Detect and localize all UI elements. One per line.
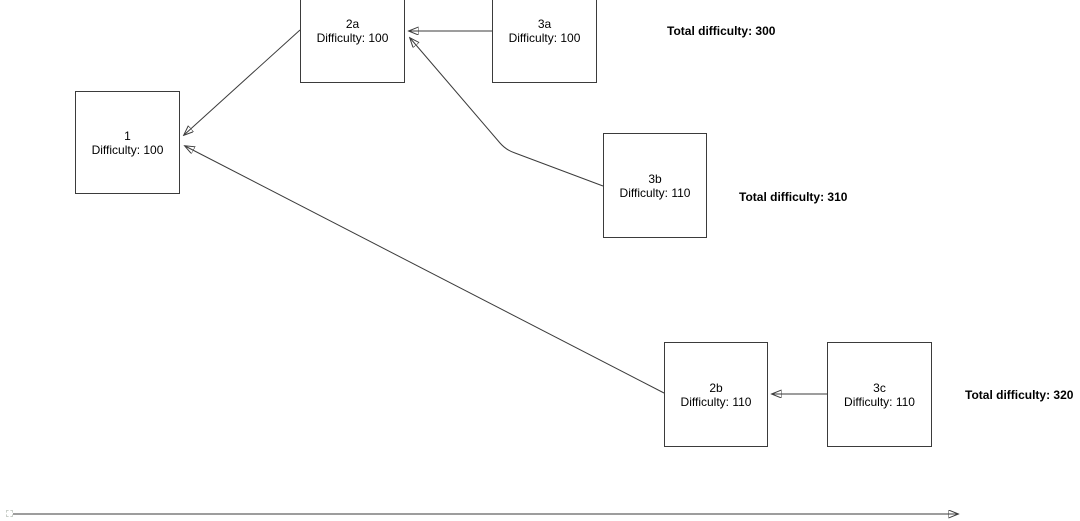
node-label: 2a	[345, 16, 360, 31]
node-label: 3c	[873, 380, 886, 395]
edge-2a-to-1[interactable]	[184, 29, 301, 135]
edge-3b-to-2a[interactable]	[410, 38, 604, 187]
node-difficulty: Difficulty: 110	[619, 185, 691, 200]
total-difficulty-320-label: Total difficulty: 320	[965, 388, 1074, 402]
total-difficulty-300-label: Total difficulty: 300	[667, 24, 776, 38]
node-difficulty: Difficulty: 100	[508, 30, 581, 45]
node-difficulty: Difficulty: 100	[316, 30, 389, 45]
node-difficulty: Difficulty: 110	[680, 394, 752, 409]
node-difficulty: Difficulty: 110	[844, 394, 915, 409]
node-difficulty: Difficulty: 100	[91, 142, 164, 157]
block-node-2a[interactable]: 2a Difficulty: 100	[300, 0, 405, 83]
timeline-endpoint-handle[interactable]	[6, 510, 13, 517]
node-label: 3a	[537, 16, 552, 31]
total-difficulty-310-label: Total difficulty: 310	[739, 190, 848, 204]
block-node-1[interactable]: 1 Difficulty: 100	[75, 91, 180, 194]
block-node-2b[interactable]: 2b Difficulty: 110	[664, 342, 768, 447]
block-node-3c[interactable]: 3c Difficulty: 110	[827, 342, 932, 447]
node-label: 2b	[709, 380, 723, 395]
block-node-3a[interactable]: 3a Difficulty: 100	[492, 0, 597, 83]
block-node-3b[interactable]: 3b Difficulty: 110	[603, 133, 707, 238]
node-label: 1	[124, 128, 131, 143]
edge-2b-to-1[interactable]	[185, 146, 665, 394]
node-label: 3b	[648, 171, 662, 186]
